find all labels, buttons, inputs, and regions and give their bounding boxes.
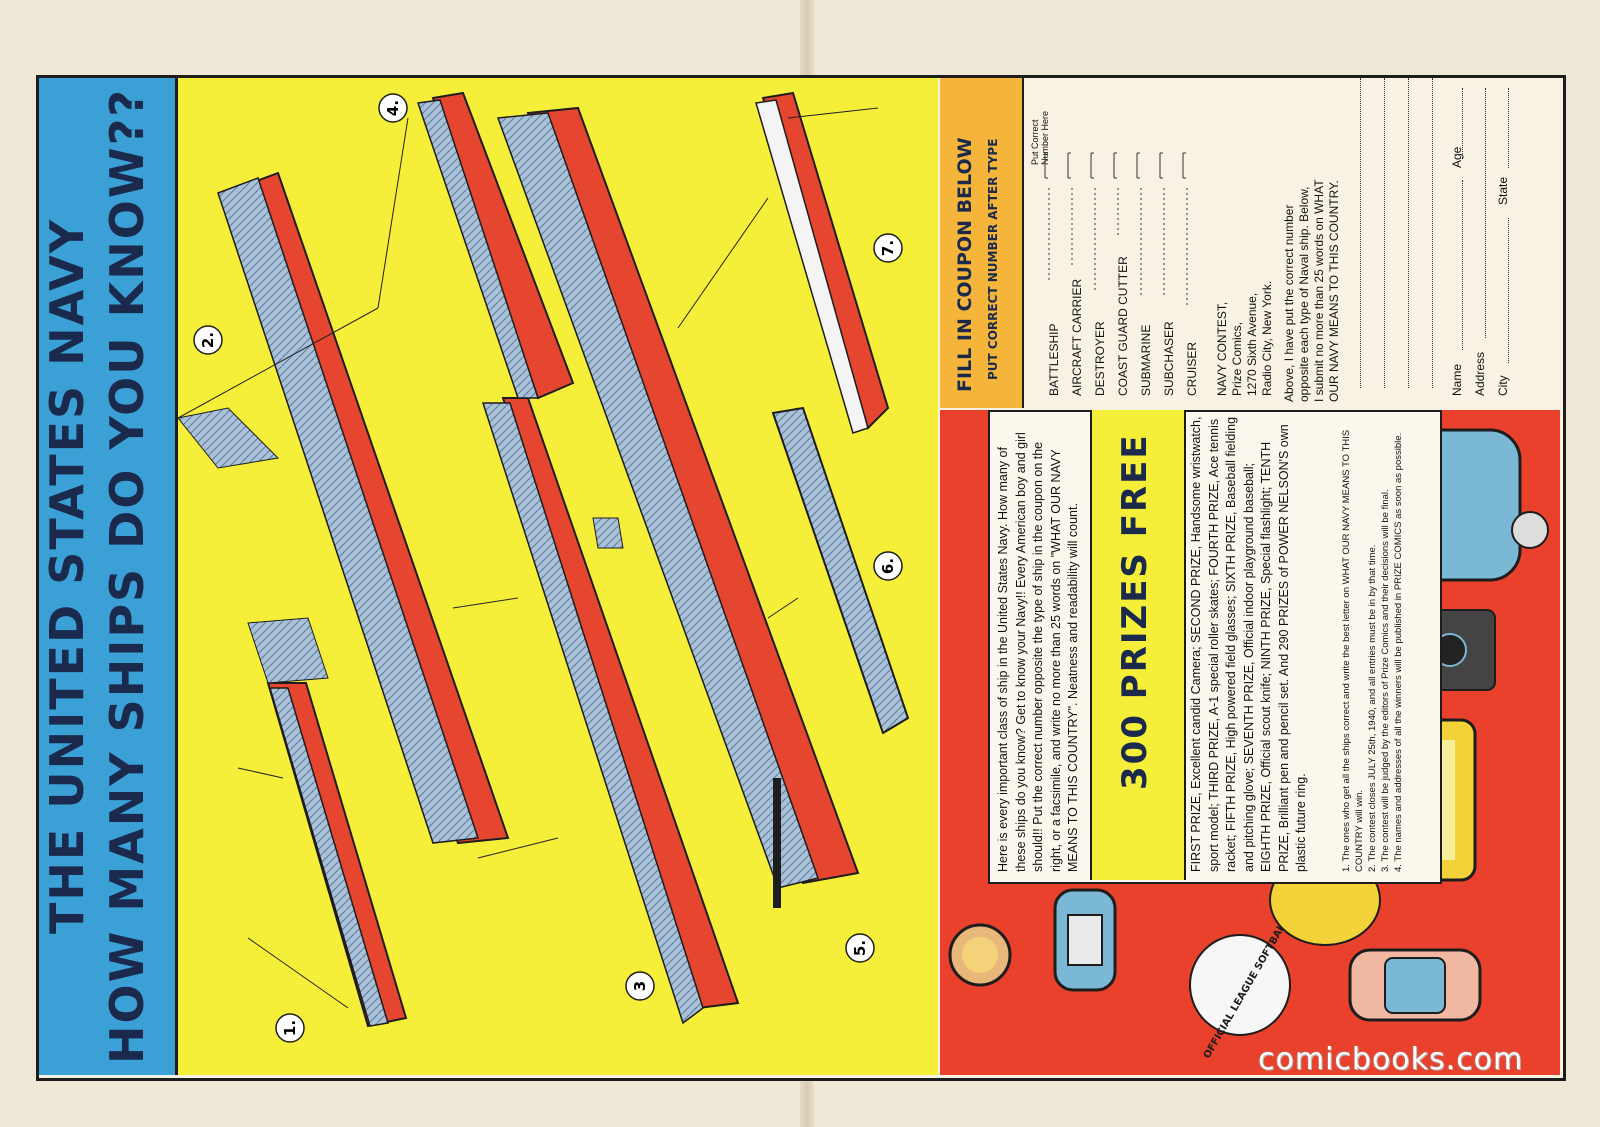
address-line-3: 1270 Sixth Avenue, (1245, 292, 1259, 396)
statement-line-3: I submit no more than 25 words on WHAT (1312, 179, 1326, 402)
svg-text:4.: 4. (384, 100, 402, 116)
ship-7 (677, 91, 890, 434)
title-block: THE UNITED STATES NAVY HOW MANY SHIPS DO… (37, 86, 177, 1066)
prizes-title-band (1090, 410, 1186, 880)
coupon-number-fields (1044, 152, 1188, 308)
coupon-subtitle: PUT CORRECT NUMBER AFTER TYPE (986, 138, 1000, 380)
ship-number-3: 3 (625, 971, 655, 1001)
ship-3 (452, 397, 740, 1025)
svg-text:2.: 2. (199, 332, 217, 348)
svg-text:3: 3 (631, 981, 649, 991)
address-line-2: Prize Comics, (1230, 321, 1244, 396)
ship-number-4: 4. (378, 93, 408, 123)
address-line-1: NAVY CONTEST, (1215, 301, 1229, 396)
state-label: State (1496, 176, 1510, 205)
ship-2 (178, 171, 510, 845)
ring-prize (948, 923, 1012, 987)
ship-number-6: 6. (873, 551, 903, 581)
statement-line-2: opposite each type of Naval ship. Below, (1297, 186, 1311, 402)
svg-text:5.: 5. (851, 940, 869, 956)
ship-5 (496, 106, 860, 908)
ship-number-2: 2. (193, 325, 223, 355)
ships-illustration: 1. 2. 3 4. 5. 6. 7. (178, 91, 910, 1043)
ship-number-1: 1. (275, 1013, 305, 1043)
state-field[interactable] (1508, 88, 1509, 168)
ship-1 (237, 682, 408, 1028)
rules-box (988, 410, 1442, 884)
field-glasses-prize (1053, 888, 1117, 992)
wristwatch-prize (1348, 948, 1482, 1022)
site-watermark: comicbooks.com (1258, 1042, 1524, 1077)
name-field[interactable] (1462, 180, 1463, 350)
statement-line-4: OUR NAVY MEANS TO THIS COUNTRY. (1327, 180, 1341, 402)
title-bar (39, 78, 178, 1075)
title-line-1: THE UNITED STATES NAVY (40, 217, 94, 935)
svg-text:7.: 7. (879, 240, 897, 256)
ship-number-5: 5. (845, 933, 875, 963)
city-label: City (1496, 375, 1510, 396)
contest-address: NAVY CONTEST, Prize Comics, 1270 Sixth A… (1215, 281, 1275, 396)
title-line-2: HOW MANY SHIPS DO YOU KNOW?? (100, 88, 154, 1064)
address-field[interactable] (1485, 88, 1486, 338)
coupon-statement: Above, I have put the correct number opp… (1282, 179, 1342, 402)
coupon-title: FILL IN COUPON BELOW (954, 137, 976, 392)
city-field[interactable] (1508, 218, 1509, 363)
age-field[interactable] (1462, 88, 1463, 158)
ship-number-7: 7. (873, 233, 903, 263)
statement-line-1: Above, I have put the correct number (1282, 204, 1296, 402)
address-label: Address (1473, 351, 1487, 396)
svg-text:1.: 1. (281, 1020, 299, 1036)
ship-6 (767, 406, 910, 735)
ship-4 (377, 91, 575, 400)
address-line-4: Radio City, New York. (1260, 280, 1274, 396)
name-label: Name (1450, 363, 1464, 396)
svg-text:6.: 6. (879, 558, 897, 574)
coupon-header-band (940, 78, 1024, 408)
